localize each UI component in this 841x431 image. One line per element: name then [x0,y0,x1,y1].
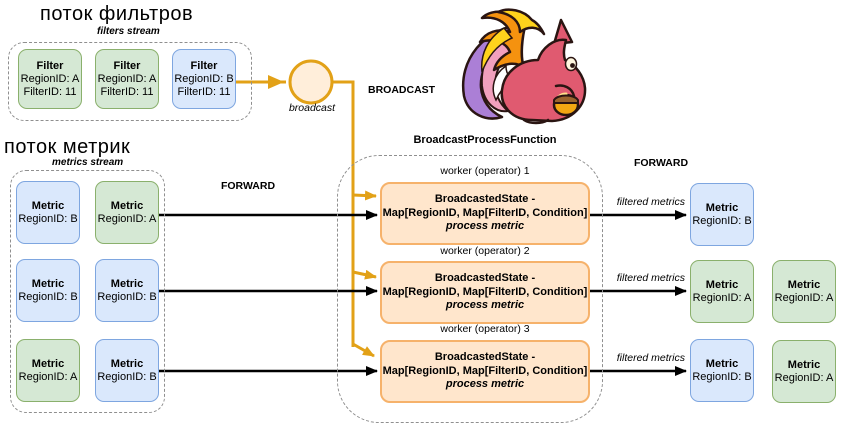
filters-stream-container [8,42,252,121]
filter-card-title: Filter [113,59,141,72]
filter-card: Filter RegionID: A FilterID: 11 [95,49,159,109]
metric-card: Metric RegionID: B [16,181,80,244]
worker-process-line: process metric [445,299,525,312]
edge-broadcast-worker3 [352,342,375,358]
edge-broadcast-trunk [333,80,355,347]
worker-map-line: Map[RegionID, Map[FilterID, Condition] [382,285,588,298]
worker-label-1: worker (operator) 1 [440,165,530,177]
filtered-metrics-label-2: filtered metrics [616,272,685,284]
edge-broadcast-worker2 [352,269,377,280]
bpf-title: BroadcastProcessFunction [413,134,557,146]
filter-card-region: RegionID: A [20,72,80,85]
filter-card-filterid: FilterID: 11 [23,85,77,98]
filter-card-title: Filter [36,59,64,72]
output-metric-card: Metric RegionID: B [690,339,754,402]
filtered-metrics-label-1: filtered metrics [616,196,685,208]
metric-card: Metric RegionID: B [95,339,159,402]
filter-card-title: Filter [190,59,218,72]
metric-card: Metric RegionID: A [95,181,159,244]
worker-state-line: BroadcastedState - [434,193,536,206]
worker-label-3: worker (operator) 3 [440,323,530,335]
metric-card-title: Metric [110,357,144,370]
broadcast-edge-label: BROADCAST [368,84,436,96]
metric-card-title: Metric [705,278,739,291]
broadcast-node [288,59,334,105]
worker-state-line: BroadcastedState - [434,351,536,364]
filters-stream-subtitle: filters stream [97,26,160,37]
worker-state-line: BroadcastedState - [434,272,536,285]
output-metric-card: Metric RegionID: A [772,340,836,403]
forward-right-label: FORWARD [633,157,689,169]
worker-map-line: Map[RegionID, Map[FilterID, Condition] [382,206,588,219]
metric-card-region: RegionID: B [97,370,157,383]
metric-card-title: Metric [31,357,65,370]
filter-card-region: RegionID: B [174,72,234,85]
metric-card: Metric RegionID: B [16,259,80,322]
worker-box-1: BroadcastedState - Map[RegionID, Map[Fil… [380,182,590,245]
metrics-stream-subtitle: metrics stream [52,157,124,168]
metric-card-region: RegionID: B [18,290,78,303]
filter-card-filterid: FilterID: 11 [100,85,154,98]
worker-process-line: process metric [445,378,525,391]
metric-card-region: RegionID: B [18,212,78,225]
metric-card-region: RegionID: B [692,370,752,383]
flink-squirrel-logo [461,8,587,125]
filter-card: Filter RegionID: B FilterID: 11 [172,49,236,109]
filters-stream-title: поток фильтров [40,3,194,25]
filter-card: Filter RegionID: A FilterID: 11 [18,49,82,109]
metric-card-region: RegionID: A [97,212,157,225]
metric-card-title: Metric [787,358,821,371]
output-metric-card: Metric RegionID: B [690,183,754,246]
metric-card-title: Metric [787,278,821,291]
worker-box-2: BroadcastedState - Map[RegionID, Map[Fil… [380,261,590,324]
metrics-stream-container [10,170,165,413]
metric-card-region: RegionID: A [774,291,834,304]
metric-card-title: Metric [31,277,65,290]
metric-card: Metric RegionID: B [95,259,159,322]
filter-card-region: RegionID: A [97,72,157,85]
metric-card-title: Metric [705,201,739,214]
metric-card-title: Metric [705,357,739,370]
metric-card-region: RegionID: A [18,370,78,383]
worker-map-line: Map[RegionID, Map[FilterID, Condition] [382,364,588,377]
worker-box-3: BroadcastedState - Map[RegionID, Map[Fil… [380,340,590,403]
output-metric-card: Metric RegionID: A [772,260,836,323]
metric-card-region: RegionID: A [774,371,834,384]
forward-left-label: FORWARD [220,180,276,192]
bpf-container [337,155,603,423]
metric-card-title: Metric [110,199,144,212]
metric-card-region: RegionID: B [692,214,752,227]
metric-card-title: Metric [110,277,144,290]
metric-card-title: Metric [31,199,65,212]
metric-card: Metric RegionID: A [16,339,80,402]
output-metric-card: Metric RegionID: A [690,260,754,323]
filter-card-filterid: FilterID: 11 [177,85,231,98]
broadcast-node-label: broadcast [288,102,336,114]
metrics-stream-title: поток метрик [4,136,131,158]
worker-process-line: process metric [445,220,525,233]
metric-card-region: RegionID: B [97,290,157,303]
filtered-metrics-label-3: filtered metrics [616,352,685,364]
metric-card-region: RegionID: A [692,291,752,304]
arrowhead-broadcast [268,75,284,89]
worker-label-2: worker (operator) 2 [440,245,530,257]
